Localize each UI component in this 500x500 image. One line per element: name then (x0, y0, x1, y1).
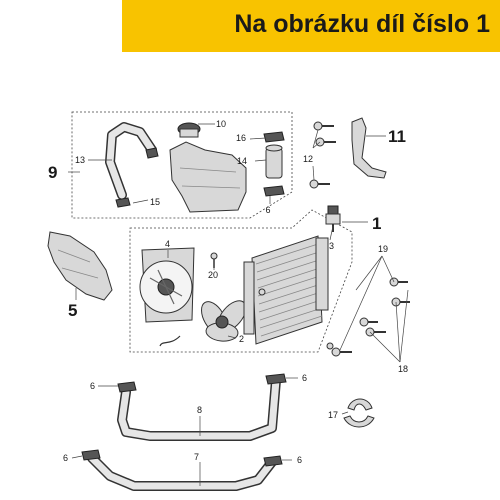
callout-9: 9 (48, 163, 57, 182)
radiator-cover (47, 231, 113, 301)
screw-20 (210, 252, 218, 268)
fan-shroud (139, 247, 195, 323)
callout-6-tank: 6 (265, 205, 270, 215)
leader-lines (68, 123, 409, 486)
callout-6-hose7-left: 6 (63, 453, 68, 463)
group-box-9 (71, 111, 293, 219)
hose-clamp-6-top (263, 185, 285, 197)
callout-7: 7 (194, 452, 199, 462)
callout-3: 3 (329, 241, 334, 251)
callout-20: 20 (208, 270, 218, 280)
callout-15: 15 (150, 197, 160, 207)
title-banner: Na obrázku díl číslo 1 (122, 0, 500, 52)
coolant-hose-7 (87, 453, 277, 491)
group-box-1 (129, 209, 353, 353)
hose-clip-17 (343, 398, 375, 428)
callout-12: 12 (303, 154, 313, 164)
callout-13: 13 (75, 155, 85, 165)
callout-6-hose8-left: 6 (90, 381, 95, 391)
mounting-bracket (351, 117, 387, 179)
callout-17: 17 (328, 410, 338, 420)
temperature-sensor (325, 205, 341, 232)
callout-1: 1 (372, 214, 381, 233)
expansion-tank (169, 141, 247, 213)
callout-10: 10 (216, 119, 226, 129)
banner-title: Na obrázku díl číslo 1 (234, 10, 490, 38)
callout-19: 19 (378, 244, 388, 254)
callout-8: 8 (197, 405, 202, 415)
bolt-set-18-19 (326, 277, 410, 357)
coolant-hose-8 (117, 375, 281, 441)
expansion-tank-assembly (105, 122, 285, 213)
callout-6-hose8-right: 6 (302, 373, 307, 383)
radiator (243, 235, 329, 345)
callout-18: 18 (398, 364, 408, 374)
cooling-fan (159, 300, 247, 347)
callout-5: 5 (68, 301, 77, 320)
callout-14: 14 (237, 156, 247, 166)
hose-clamp-16 (263, 131, 285, 143)
callout-16: 16 (236, 133, 246, 143)
hose-clamp-15 (115, 197, 131, 208)
hose-clamps-6 (81, 373, 287, 467)
callout-2: 2 (239, 334, 244, 344)
connector-pipe (265, 147, 283, 179)
callout-11: 11 (388, 127, 406, 146)
callout-6-hose7-right: 6 (297, 455, 302, 465)
callout-4: 4 (165, 239, 170, 249)
